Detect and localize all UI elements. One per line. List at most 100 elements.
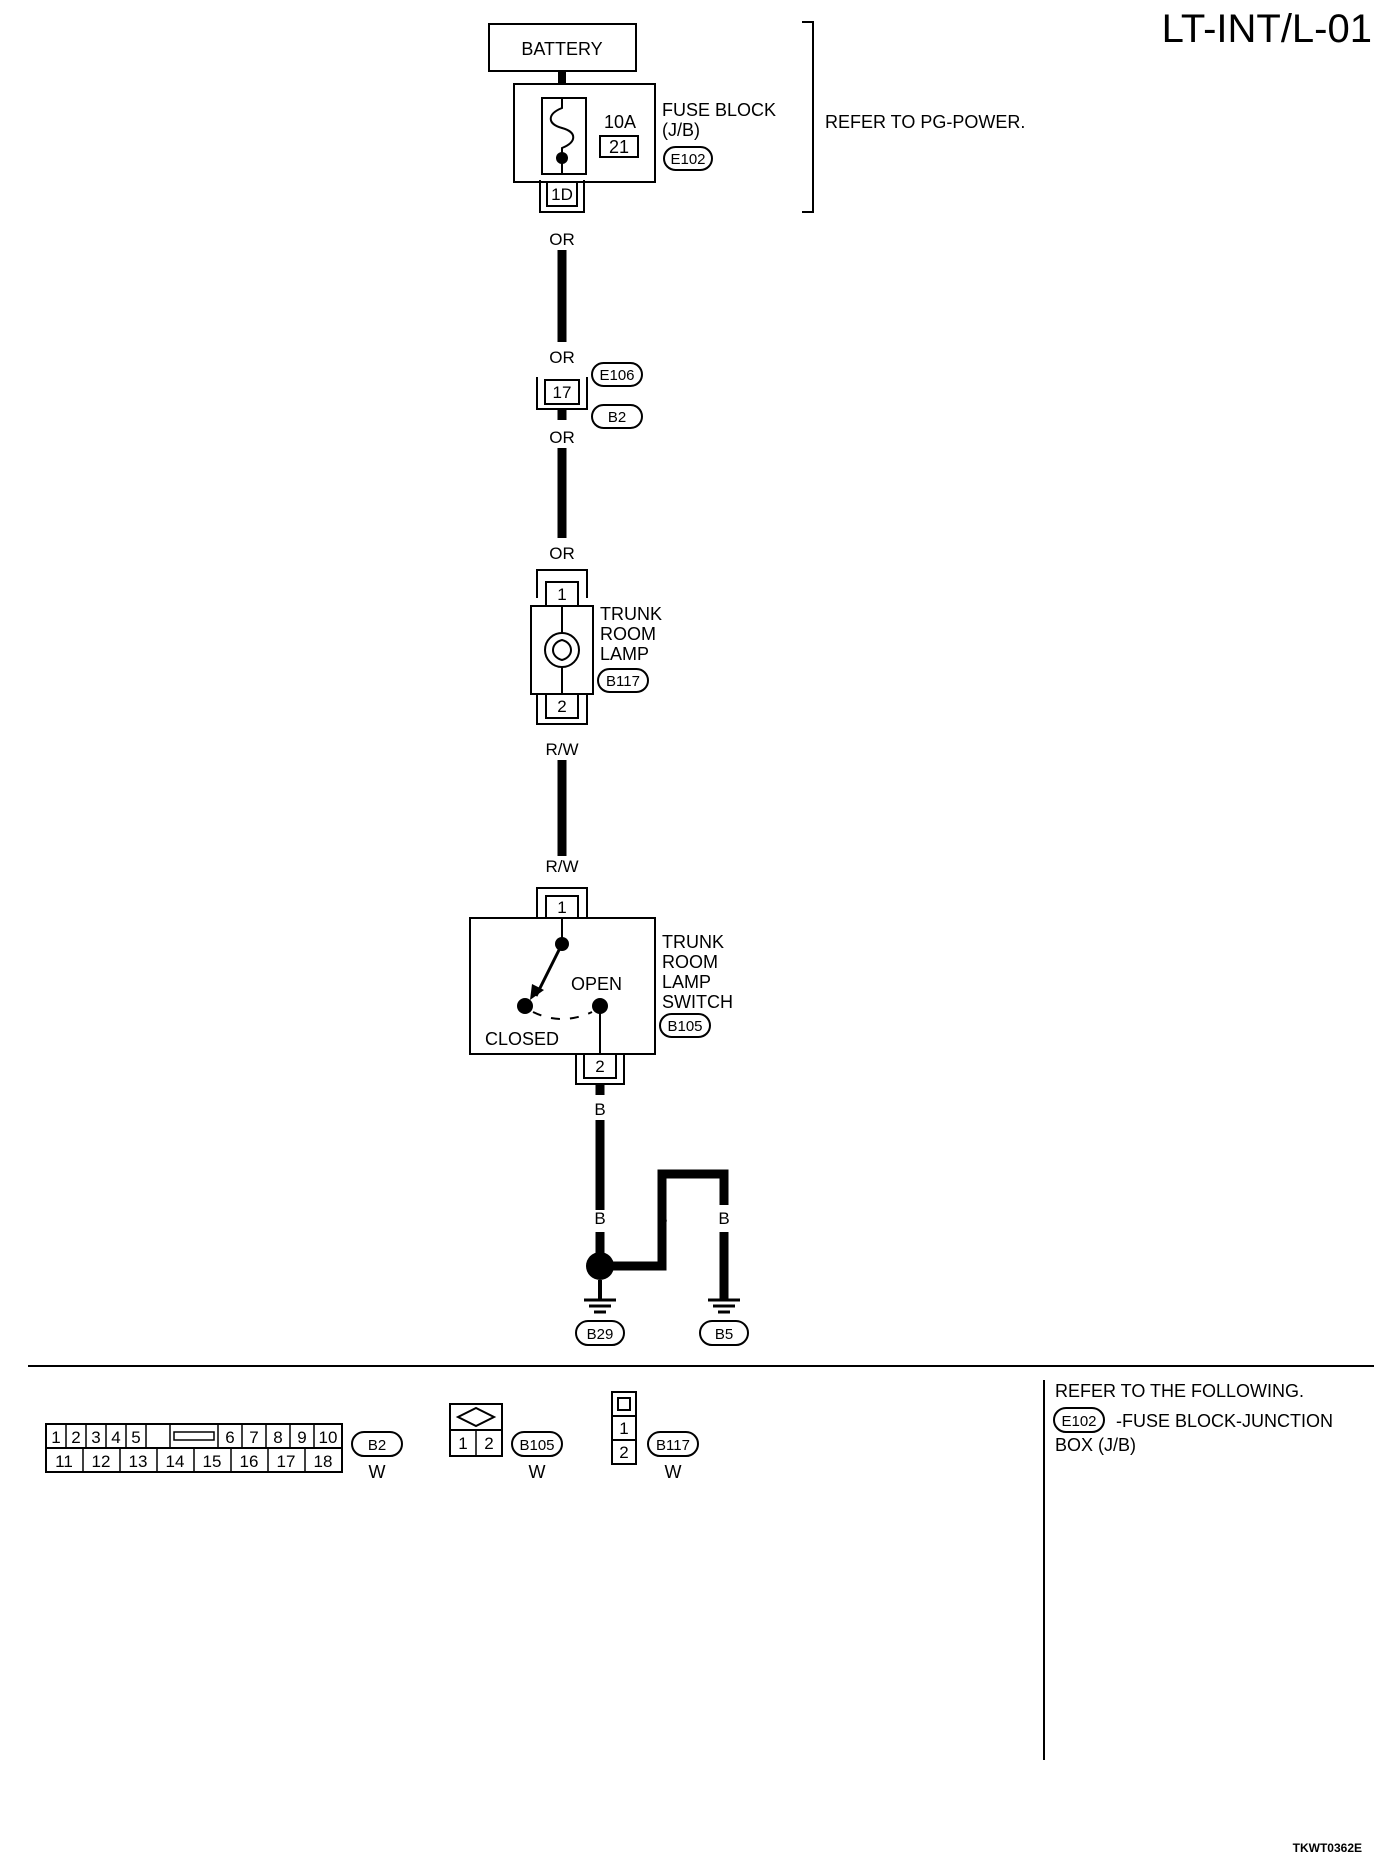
switch-pin-top: 1 bbox=[557, 898, 566, 917]
pin-box-17 bbox=[544, 379, 580, 405]
switch-closed-label: CLOSED bbox=[485, 1029, 559, 1049]
wire-color-label: R/W bbox=[545, 740, 578, 759]
trunk-switch-name: LAMP bbox=[662, 972, 711, 992]
ground-icon bbox=[708, 1298, 740, 1314]
refer-pg-power: REFER TO PG-POWER. bbox=[825, 112, 1025, 132]
connector-pin: 1 bbox=[458, 1434, 467, 1453]
connector-id-e102: E102 bbox=[670, 151, 705, 168]
wire-color-label: B bbox=[656, 1209, 667, 1228]
wire-color-label: OR bbox=[549, 544, 575, 563]
connector-pin: 5 bbox=[131, 1428, 140, 1447]
connector-id-b117: B117 bbox=[606, 673, 640, 690]
connector-pin: 9 bbox=[297, 1428, 306, 1447]
fuse-block-name: FUSE BLOCK bbox=[662, 100, 776, 120]
fuse-output-pin: 1D bbox=[551, 185, 573, 204]
connector-pin: 17 bbox=[277, 1452, 296, 1471]
connector-pin: 16 bbox=[240, 1452, 259, 1471]
reference-connector: E102 bbox=[1061, 1413, 1096, 1430]
wire-color-label: B bbox=[594, 1100, 605, 1119]
connector-view-badge-b105 bbox=[511, 1431, 563, 1457]
connector-pin: 13 bbox=[129, 1452, 148, 1471]
connector-view-badge-b2 bbox=[351, 1431, 403, 1457]
reference-line: -FUSE BLOCK-JUNCTION bbox=[1116, 1411, 1333, 1431]
reference-line: BOX (J/B) bbox=[1055, 1435, 1136, 1455]
ground-badge-b29 bbox=[575, 1320, 625, 1346]
switch-closed-contact bbox=[517, 998, 533, 1014]
figure-code: TKWT0362E bbox=[1293, 1841, 1362, 1855]
connector-pin: 2 bbox=[619, 1443, 628, 1462]
connector-pin: 15 bbox=[203, 1452, 222, 1471]
battery-label: BATTERY bbox=[521, 39, 602, 59]
connector-pin: 7 bbox=[249, 1428, 258, 1447]
connector-pin: 1 bbox=[619, 1419, 628, 1438]
connector-view-color: W bbox=[665, 1462, 682, 1482]
switch-open-label: OPEN bbox=[571, 974, 622, 994]
trunk-switch-name: TRUNK bbox=[662, 932, 724, 952]
switch-arrow-icon bbox=[530, 984, 544, 1000]
connector-badge-b2 bbox=[591, 404, 643, 429]
connector-key-icon bbox=[173, 1431, 215, 1441]
trunk-lamp-name: LAMP bbox=[600, 644, 649, 664]
wire-color-label: OR bbox=[549, 428, 575, 447]
wire-color-label: B bbox=[594, 1209, 605, 1228]
switch-lever bbox=[534, 943, 564, 997]
ground-id-right: B5 bbox=[715, 1326, 733, 1343]
fuse-block-jb: (J/B) bbox=[662, 120, 700, 140]
pin-box-1d bbox=[546, 181, 578, 207]
trunk-switch-name: SWITCH bbox=[662, 992, 733, 1012]
switch-dashed-travel bbox=[532, 1011, 593, 1020]
lamp-pin-bottom: 2 bbox=[557, 697, 566, 716]
connector-pin: 6 bbox=[225, 1428, 234, 1447]
ground-icon bbox=[584, 1298, 616, 1314]
trunk-lamp-name: TRUNK bbox=[600, 604, 662, 624]
connector-id-b2: B2 bbox=[608, 409, 626, 426]
connector-pin: 18 bbox=[314, 1452, 333, 1471]
connector-badge-b105 bbox=[659, 1013, 711, 1038]
connector-view-badge-b117 bbox=[647, 1431, 699, 1457]
connector-key-icon bbox=[455, 1406, 497, 1428]
connector-pin: 10 bbox=[319, 1428, 338, 1447]
connector-view-color: W bbox=[529, 1462, 546, 1482]
reference-badge-e102 bbox=[1053, 1407, 1105, 1433]
ground-badge-b5 bbox=[699, 1320, 749, 1346]
connector-key-icon bbox=[617, 1397, 631, 1411]
connector-pin: 8 bbox=[273, 1428, 282, 1447]
trunk-switch-name: ROOM bbox=[662, 952, 718, 972]
switch-pin-box-2 bbox=[583, 1053, 617, 1079]
connector-view-name: B2 bbox=[368, 1437, 386, 1454]
connector-pin: 11 bbox=[55, 1452, 73, 1471]
connector-pin: 3 bbox=[91, 1428, 100, 1447]
connector-view-name: B117 bbox=[656, 1437, 690, 1454]
connector-id-e106: E106 bbox=[599, 367, 634, 384]
fuse-icon bbox=[549, 98, 575, 158]
connector-pin: 2 bbox=[71, 1428, 80, 1447]
ground-id-left: B29 bbox=[587, 1326, 614, 1343]
connector-badge-e106 bbox=[591, 362, 643, 387]
connector-badge-b117 bbox=[597, 668, 649, 693]
connector-badge-e102 bbox=[663, 146, 713, 171]
ground-link-wire bbox=[600, 1169, 729, 1271]
fuse-number: 21 bbox=[609, 137, 629, 157]
wire-color-label: B bbox=[718, 1209, 729, 1228]
trunk-lamp-name: ROOM bbox=[600, 624, 656, 644]
lamp-pin-top: 1 bbox=[557, 585, 566, 604]
fuse-holder bbox=[541, 97, 587, 175]
lamp-bulb-icon bbox=[544, 632, 580, 668]
reference-heading: REFER TO THE FOLLOWING. bbox=[1055, 1381, 1304, 1401]
wire-color-label: OR bbox=[549, 348, 575, 367]
lamp-filament-icon bbox=[552, 638, 572, 662]
fuse-number-box bbox=[599, 135, 639, 158]
connector-face-b2 bbox=[45, 1423, 343, 1473]
wire-color-label: OR bbox=[549, 230, 575, 249]
connector-pin: 1 bbox=[51, 1428, 60, 1447]
connector-id-b105: B105 bbox=[667, 1018, 702, 1035]
connector-pin: 14 bbox=[166, 1452, 185, 1471]
page-title: LT-INT/L-01 bbox=[1162, 7, 1372, 51]
connector-pin: 4 bbox=[111, 1428, 120, 1447]
connector-pin: 12 bbox=[92, 1452, 111, 1471]
connector-face-b117 bbox=[611, 1391, 637, 1465]
lamp-pin-box-2 bbox=[545, 693, 579, 719]
joint-pin: 17 bbox=[553, 383, 572, 402]
fuse-bracket bbox=[802, 21, 814, 213]
